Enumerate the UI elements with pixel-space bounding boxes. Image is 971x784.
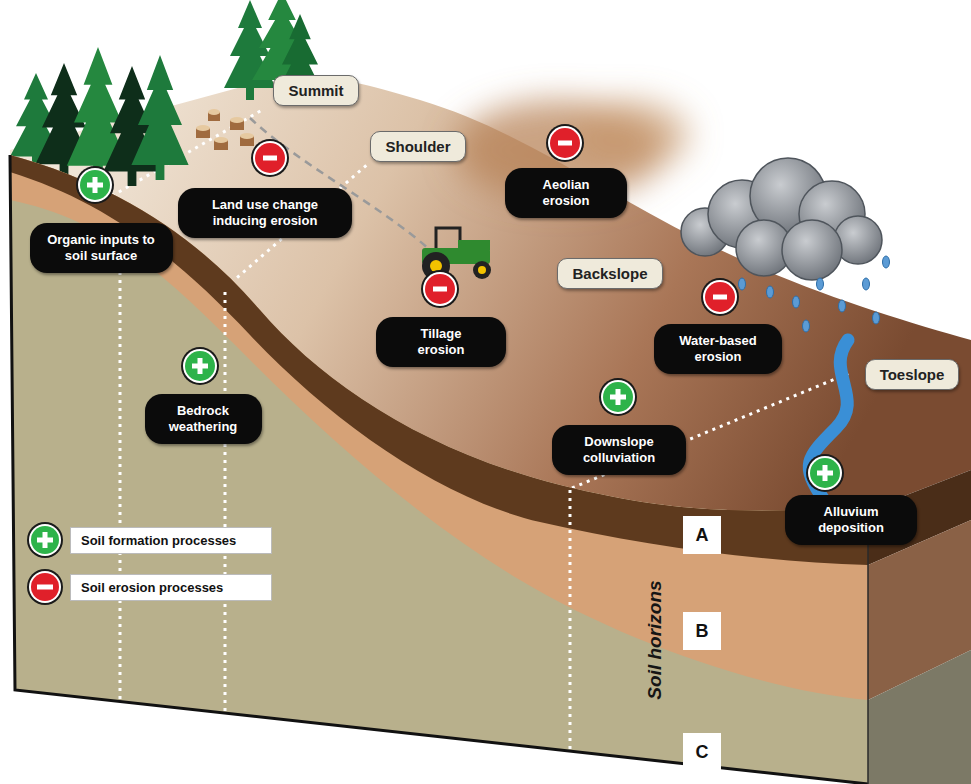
node-text: Tillage erosion — [404, 326, 478, 359]
node-text: Water-based erosion — [668, 333, 768, 366]
process-box: Downslope colluviation — [552, 425, 686, 476]
node-text: Summit — [288, 82, 343, 99]
process-box: Alluvium deposition — [785, 495, 917, 546]
slope-position-label: Summit — [273, 75, 358, 106]
node-text: A — [687, 516, 717, 554]
node-text: Downslope colluviation — [564, 434, 674, 467]
process-box: Organic inputs to soil surface — [30, 223, 173, 274]
sign-bar — [43, 532, 48, 548]
horizon-label: B — [683, 612, 721, 650]
legend-row: Soil formation processes — [26, 521, 272, 559]
node-text: Shoulder — [385, 138, 450, 155]
horizon-label: A — [683, 516, 721, 554]
node-text: B — [687, 612, 717, 650]
node-text: Organic inputs to soil surface — [38, 232, 165, 265]
sign-bar — [37, 585, 53, 590]
horizon-b — [10, 155, 868, 700]
slope-position-label: Backslope — [557, 258, 662, 289]
legend-swatch — [31, 573, 59, 601]
slope-position-label: Shoulder — [370, 131, 465, 162]
horizon-label: C — [683, 733, 721, 771]
legend-symbol — [26, 521, 64, 559]
node-text: C — [687, 733, 717, 771]
swatch-ring — [27, 569, 63, 605]
legend-row: Soil erosion processes — [26, 568, 272, 606]
process-box: Tillage erosion — [376, 317, 506, 368]
legend-text: Soil erosion processes — [70, 574, 272, 601]
swatch-ring — [29, 571, 61, 603]
horizon-a — [10, 155, 868, 565]
slope-position-label: Toeslope — [865, 359, 960, 390]
rain-cloud — [681, 158, 882, 280]
node-text: Backslope — [572, 265, 647, 282]
process-box: Aeolian erosion — [505, 168, 627, 219]
horizon-c — [10, 155, 868, 784]
swatch-ring — [29, 524, 61, 556]
axis-label: Soil horizons — [644, 580, 666, 699]
process-box: Land use change inducing erosion — [178, 188, 352, 239]
legend-symbol — [26, 568, 64, 606]
process-box: Bedrock weathering — [145, 394, 262, 445]
process-markers — [76, 124, 844, 492]
legend-swatch — [31, 526, 59, 554]
swatch-ring — [27, 522, 63, 558]
zone-dividers — [120, 272, 570, 749]
node-text: Bedrock weathering — [155, 403, 252, 436]
node-text: Toeslope — [880, 366, 945, 383]
raindrops — [739, 256, 890, 332]
tree-stumps — [196, 109, 254, 150]
legend-text: Soil formation processes — [70, 527, 272, 554]
node-text: Land use change inducing erosion — [188, 197, 342, 230]
block-outline — [10, 155, 868, 784]
node-text: Alluvium deposition — [799, 504, 903, 537]
node-text: Aeolian erosion — [529, 177, 603, 210]
process-box: Water-based erosion — [654, 324, 782, 375]
